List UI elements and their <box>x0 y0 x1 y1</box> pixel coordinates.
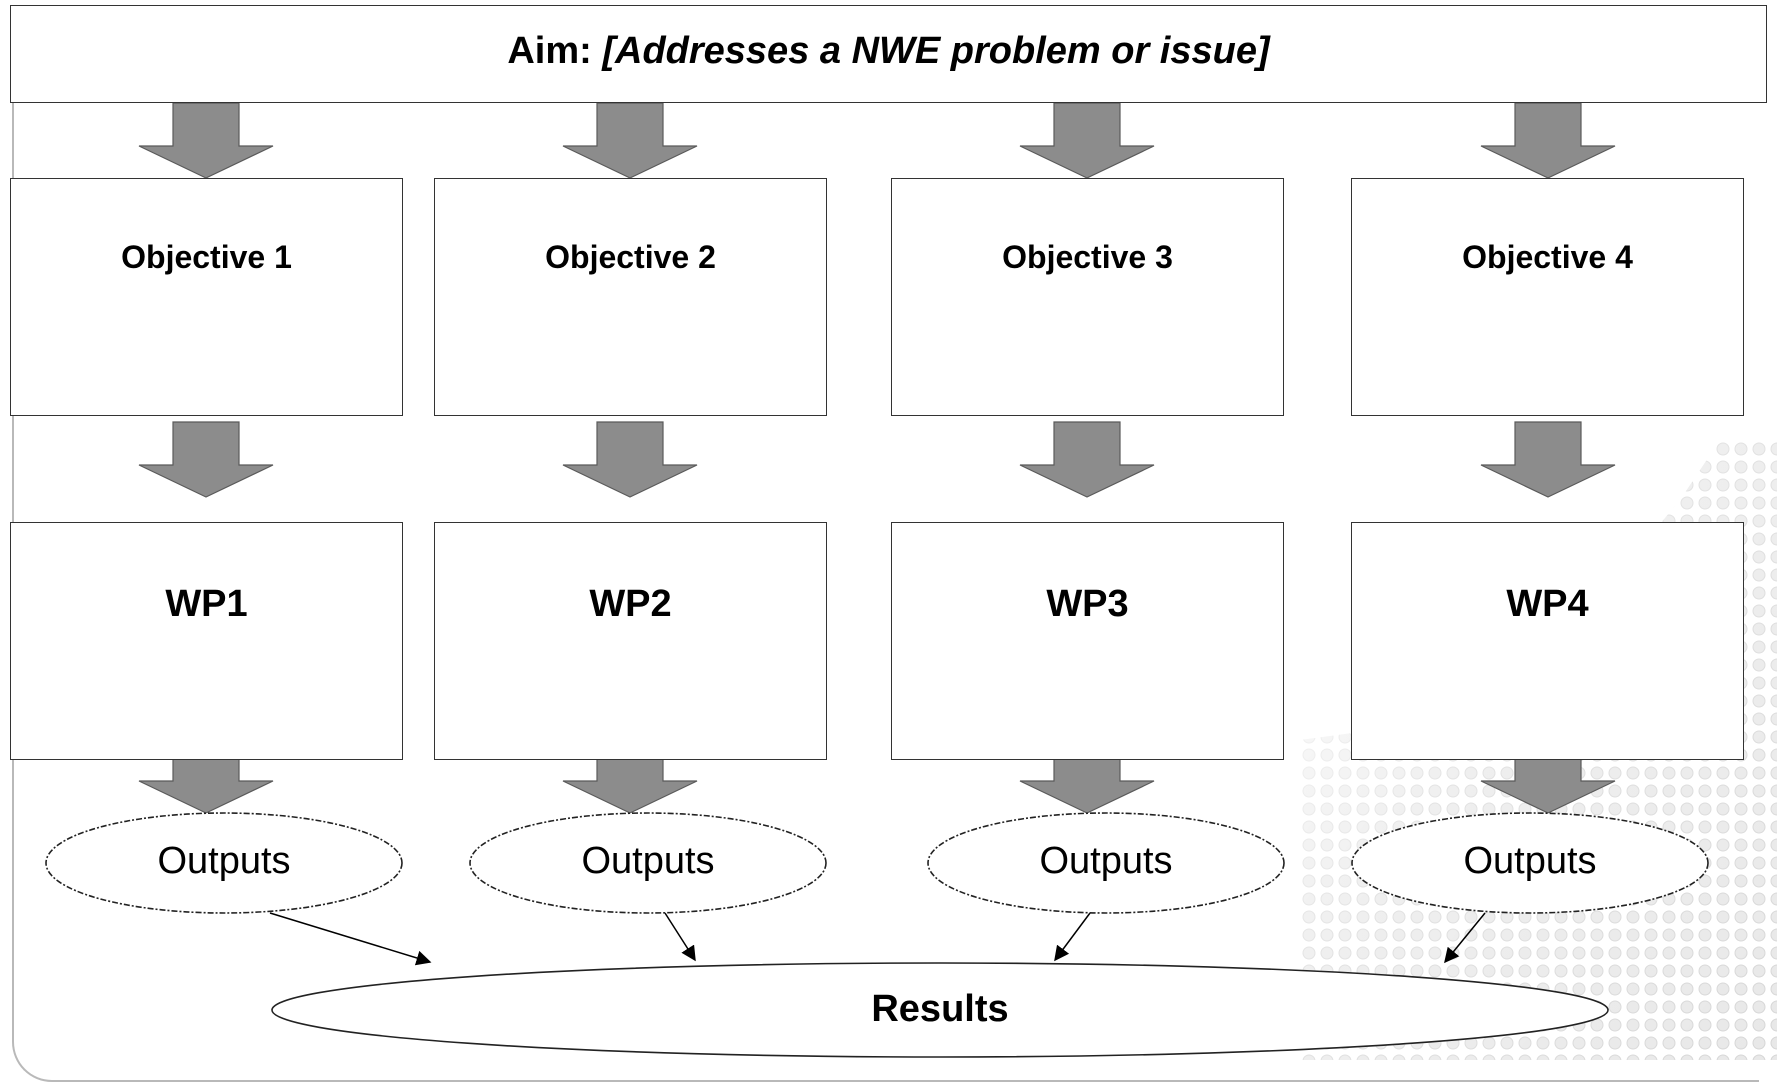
results-ellipse <box>271 962 1609 1058</box>
results-label: Results <box>871 988 1009 1030</box>
aim-to-objective-arrow-1 <box>138 102 274 179</box>
wp-box-4: WP4 <box>1351 522 1744 760</box>
wp-box-1: WP1 <box>10 522 403 760</box>
outputs-label-2: Outputs <box>581 840 715 882</box>
objective-box-2: Objective 2 <box>434 178 827 416</box>
aim-prefix: Aim: <box>507 30 603 72</box>
wp-box-2: WP2 <box>434 522 827 760</box>
output-to-results-connectors <box>269 912 1486 966</box>
diagram-canvas: Aim: [Addresses a NWE problem or issue] … <box>10 5 1777 1082</box>
objective-box-3: Objective 3 <box>891 178 1284 416</box>
objective-to-wp-arrow-4 <box>1480 421 1616 498</box>
wp-box-3: WP3 <box>891 522 1284 760</box>
objective-to-wp-arrow-2 <box>562 421 698 498</box>
aim-to-objective-arrow-2 <box>562 102 698 179</box>
outputs-label-3: Outputs <box>1039 840 1173 882</box>
objective-box-4: Objective 4 <box>1351 178 1744 416</box>
objective-to-wp-arrow-3 <box>1019 421 1155 498</box>
connectors-layer <box>45 102 1709 1058</box>
objective-to-wp-arrow-1 <box>138 421 274 498</box>
aim-text: [Addresses a NWE problem or issue] <box>602 30 1270 72</box>
output-ellipses <box>45 812 1709 914</box>
outputs-label-1: Outputs <box>157 840 291 882</box>
objective-box-1: Objective 1 <box>10 178 403 416</box>
aim-to-objective-arrow-4 <box>1480 102 1616 179</box>
aim-to-objective-arrow-3 <box>1019 102 1155 179</box>
outputs-label-4: Outputs <box>1463 840 1597 882</box>
aim-box: Aim: [Addresses a NWE problem or issue] <box>10 5 1767 103</box>
